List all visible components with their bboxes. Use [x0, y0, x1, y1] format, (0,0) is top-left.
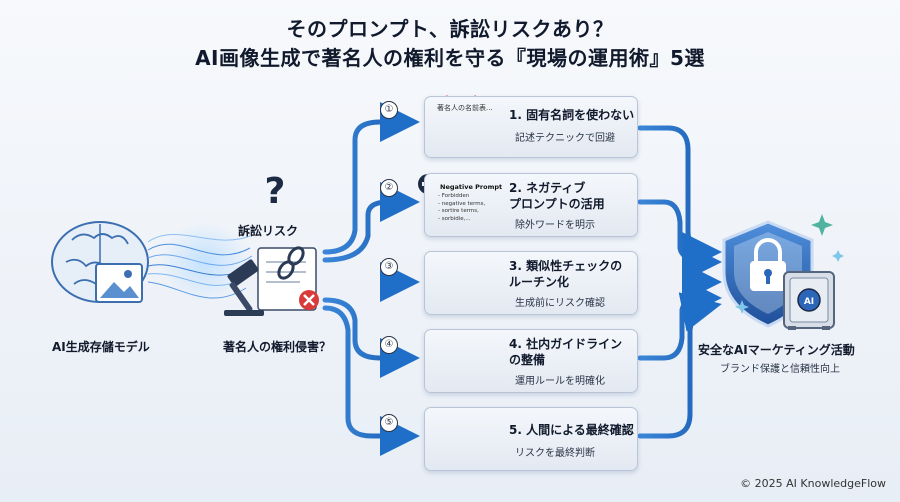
goal-subtitle: ブランド保護と信頼性向上 — [720, 364, 840, 375]
risk-label: 訴訟リスク — [238, 224, 299, 238]
question-mark-icon: ? — [265, 171, 286, 212]
negative-prompt-lines: - Forbidden - negative terms, - sortire … — [438, 193, 485, 223]
step-4-subtitle: 運用ルールを明確化 — [515, 376, 605, 387]
step-4-title-line-2: の整備 — [509, 353, 546, 367]
step-3-subtitle: 生成前にリスク確認 — [515, 298, 605, 309]
negative-prompt-line: - Forbidden — [438, 193, 470, 199]
lock-icon — [750, 238, 786, 291]
negative-prompt-line: - negative terms, — [438, 200, 486, 207]
step-number-1: ① — [380, 101, 398, 119]
step-number-3: ③ — [380, 258, 398, 276]
negative-prompt-line: - sorbidie,... — [438, 215, 471, 222]
step-4-title-line-1: 4. 社内ガイドライン — [509, 337, 623, 351]
chain-link-icon — [277, 246, 305, 280]
sparkle-icons — [735, 214, 844, 314]
step-card-1: 1. 固有名詞を使わない 記述テクニックで回避 — [424, 96, 638, 158]
merge-pipes — [637, 125, 722, 439]
violation-label: 著名人の権利侵害？ — [223, 340, 332, 354]
goal-label: 安全なAIマーケティング活動 — [698, 343, 855, 357]
step-card-5: 5. 人間による最終確認 リスクを最終判断 — [424, 407, 638, 471]
red-x-icon — [299, 290, 319, 310]
title-line-1: そのプロンプト、訴訟リスクあり？ — [286, 17, 614, 41]
step-5-title: 5. 人間による最終確認 — [509, 423, 634, 437]
copyright-footer: © 2025 AI KnowledgeFlow — [740, 477, 886, 490]
step-card-3: 3. 類似性チェックの ルーチン化 生成前にリスク確認 — [424, 251, 638, 315]
step-card-2: 2. ネガティブ プロンプトの活用 除外ワードを明示 — [424, 173, 638, 237]
image-icon — [95, 263, 143, 303]
data-stream-lines — [147, 222, 253, 302]
step-number-2: ② — [380, 179, 398, 197]
step-card-4: 4. 社内ガイドライン の整備 運用ルールを明確化 — [424, 329, 638, 393]
step-1-title: 1. 固有名詞を使わない — [509, 108, 635, 122]
step-number-4: ④ — [380, 336, 398, 354]
step-2-title-line-1: 2. ネガティブ — [509, 181, 586, 195]
step-5-subtitle: リスクを最終判断 — [515, 448, 595, 459]
safe-icon: AI — [783, 271, 835, 330]
step-1-subtitle: 記述テクニックで回避 — [515, 133, 615, 144]
step-2-subtitle: 除外ワードを明示 — [515, 220, 595, 231]
svg-text:AI: AI — [804, 297, 814, 307]
name-tag-text: 著名人の名前表... — [437, 104, 493, 112]
ai-model-label: AI生成存儲モデル — [52, 340, 150, 354]
step-3-title-line-1: 3. 類似性チェックの — [509, 259, 623, 273]
negative-prompt-line: - sortire terms, — [438, 208, 479, 214]
branch-pipes — [322, 102, 420, 456]
title-line-2: AI画像生成で著名人の権利を守る『現場の運用術』5選 — [195, 46, 705, 70]
gavel-icon — [224, 259, 264, 316]
step-number-5: ⑤ — [380, 414, 398, 432]
step-3-title-line-2: ルーチン化 — [509, 275, 570, 289]
step-2-title-line-2: プロンプトの活用 — [509, 197, 605, 211]
negative-prompt-header: Negative Prompt — [440, 183, 503, 191]
